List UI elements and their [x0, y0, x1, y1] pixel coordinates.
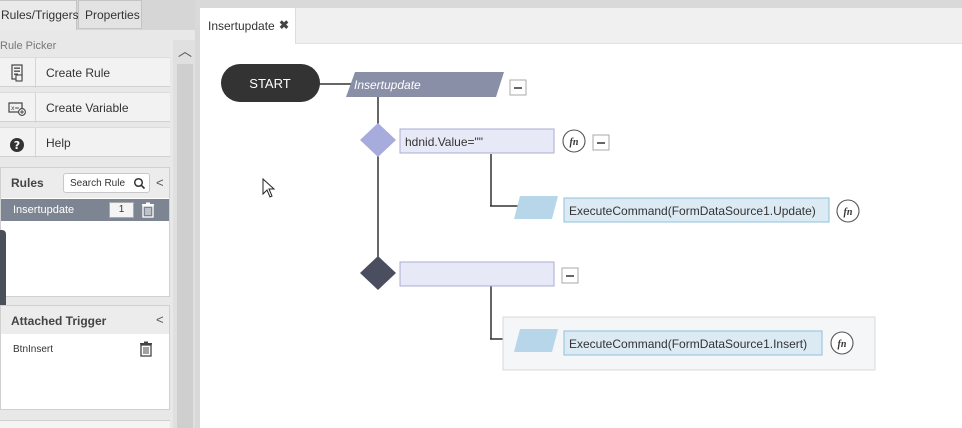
help-button[interactable]: ? Help	[0, 127, 170, 158]
trigger-item-label: BtnInsert	[13, 344, 54, 355]
search-icon[interactable]	[133, 177, 146, 190]
start-node[interactable]	[221, 64, 320, 102]
svg-text:?: ?	[14, 139, 20, 152]
rule-count-badge: 1	[109, 202, 134, 218]
condition-diamond[interactable]	[360, 256, 396, 290]
condition-diamond[interactable]	[360, 123, 396, 157]
condition-1-box[interactable]	[399, 128, 555, 154]
tab-properties[interactable]: Properties	[78, 0, 142, 29]
create-rule-label: Create Rule	[46, 66, 111, 80]
left-panel: Rules/Triggers Properties ︿ Rule Picker …	[0, 0, 195, 428]
rule-item-label: Insertupdate	[13, 204, 75, 216]
function-button[interactable]	[830, 331, 854, 355]
attached-trigger-panel: Attached Trigger < BtnInsert	[0, 305, 170, 410]
scrollbar-track[interactable]	[177, 64, 193, 428]
tab-rules-triggers[interactable]: Rules/Triggers	[0, 0, 79, 30]
document-icon	[11, 64, 23, 82]
tab-label: Insertupdate	[208, 19, 275, 33]
create-rule-button[interactable]: Create Rule	[0, 57, 170, 88]
create-variable-button[interactable]: x= Create Variable	[0, 92, 170, 123]
action-2-box[interactable]	[563, 330, 823, 356]
tab-insertupdate[interactable]: Insertupdate ✖	[200, 8, 296, 44]
condition-1-text: hdnid.Value=""	[405, 135, 483, 149]
condition-2-box[interactable]	[399, 261, 555, 287]
action-1-text: ExecuteCommand(FormDataSource1.Update)	[569, 204, 816, 218]
function-button[interactable]	[562, 129, 586, 153]
action-1-box[interactable]	[563, 197, 830, 223]
left-tabbar: Rules/Triggers Properties	[0, 0, 195, 30]
rules-panel: Rules Search Rule < Insertupdate 1	[0, 167, 170, 297]
rule-list-item[interactable]: Insertupdate 1	[1, 199, 169, 221]
rule-name-label: Insertupdate	[354, 78, 421, 92]
editor-tabbar: Insertupdate ✖	[200, 8, 962, 44]
collapse-chevron-icon[interactable]: <	[156, 312, 164, 327]
rule-header-node[interactable]	[346, 72, 504, 97]
trash-icon[interactable]	[141, 202, 155, 218]
function-button[interactable]	[836, 199, 860, 223]
mouse-cursor-icon	[262, 178, 276, 198]
collapse-chevron-icon[interactable]: <	[156, 175, 164, 190]
fn-icon: fn	[844, 207, 853, 218]
fn-icon: fn	[570, 137, 579, 148]
help-icon: ?	[10, 138, 24, 152]
action-2-text: ExecuteCommand(FormDataSource1.Insert)	[569, 337, 807, 351]
help-label: Help	[46, 136, 71, 150]
trash-icon[interactable]	[139, 341, 153, 357]
search-rule-placeholder: Search Rule	[70, 178, 126, 189]
divider	[35, 93, 36, 123]
close-icon[interactable]: ✖	[279, 18, 290, 32]
action-parallelogram[interactable]	[514, 196, 558, 219]
fn-icon: fn	[838, 339, 847, 350]
start-label: START	[249, 76, 290, 91]
next-panel-edge	[0, 420, 170, 428]
action-parallelogram[interactable]	[514, 329, 558, 352]
attached-trigger-title: Attached Trigger	[11, 314, 107, 328]
search-rule-input[interactable]: Search Rule	[63, 173, 150, 193]
divider	[35, 58, 36, 88]
rule-picker-title: Rule Picker	[0, 40, 57, 52]
rules-title: Rules	[11, 176, 44, 190]
attached-trigger-header: Attached Trigger <	[1, 306, 169, 334]
scroll-up-chevron-icon[interactable]: ︿	[178, 43, 192, 59]
flow-canvas: START Insertupdate hdnid.Value="" fn Exe…	[221, 64, 876, 371]
divider	[35, 128, 36, 158]
variable-icon: x=	[8, 102, 26, 116]
rules-header: Rules Search Rule <	[1, 168, 169, 198]
create-variable-label: Create Variable	[46, 101, 129, 115]
svg-text:x=: x=	[11, 105, 20, 112]
